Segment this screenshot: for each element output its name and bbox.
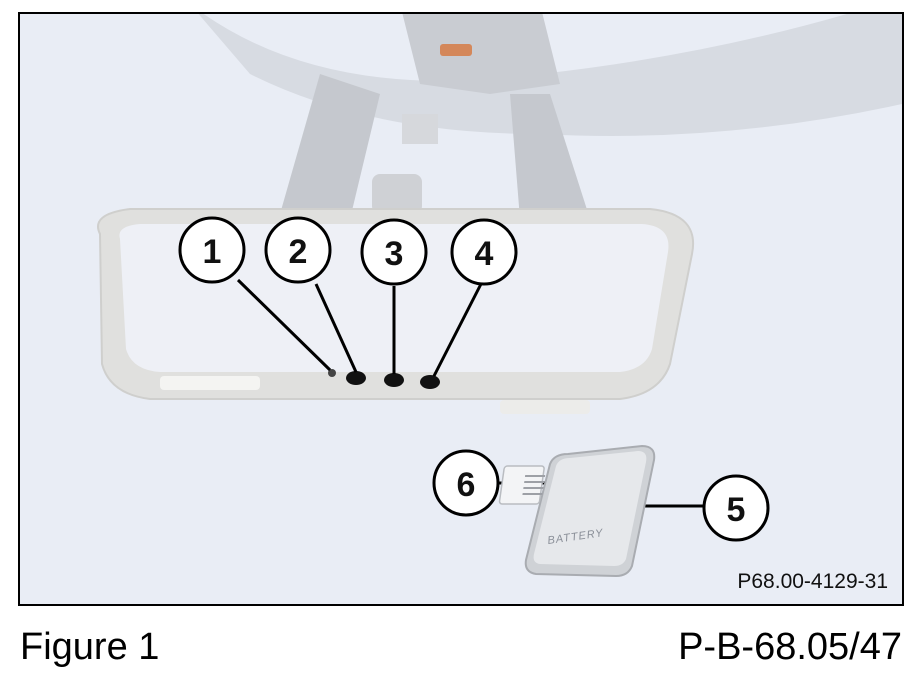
callout-6-circle — [432, 449, 500, 517]
callout-5-label: 5 — [727, 491, 746, 529]
wheel-spoke-left — [280, 74, 380, 219]
figure-caption: Figure 1 — [20, 626, 160, 668]
indicator-lamp — [328, 369, 336, 377]
image-code: P68.00-4129-31 — [737, 570, 888, 593]
wheel-spoke-right — [510, 94, 590, 219]
mirror-mount — [372, 174, 422, 214]
callout-2-line — [314, 283, 358, 373]
callout-4-label: 4 — [475, 235, 494, 273]
remote-control: BATTERY — [498, 444, 656, 578]
figure-frame: 1 2 3 4 6 5 BATTERY P68.00-4129-31 — [18, 12, 904, 606]
overhead-console — [402, 114, 438, 144]
callout-4-circle — [450, 218, 518, 286]
mirror-button-2 — [384, 373, 404, 387]
callout-2-circle — [264, 216, 332, 284]
mirror-illustration: 1 2 3 4 6 5 BATTERY P68.00-4129-31 — [20, 14, 902, 604]
callout-1-label: 1 — [203, 233, 222, 271]
wheel-hub-shape — [402, 14, 560, 94]
callout-1-circle — [178, 216, 246, 284]
callout-4-line — [432, 281, 484, 377]
callout-6-label: 6 — [457, 466, 476, 504]
callout-5-circle — [702, 474, 770, 542]
remote-button — [498, 465, 545, 505]
hub-logo-shape — [440, 44, 472, 56]
document-reference: P-B-68.05/47 — [678, 626, 902, 668]
callout-3-circle — [360, 218, 428, 286]
mirror-button-1 — [346, 371, 366, 385]
rear-view-mirror — [97, 208, 695, 414]
callout-1-line — [236, 278, 332, 372]
mirror-button-3 — [420, 375, 440, 389]
callout-2-label: 2 — [289, 233, 308, 271]
callout-3-label: 3 — [385, 235, 404, 273]
remote-button-grip — [522, 475, 546, 495]
